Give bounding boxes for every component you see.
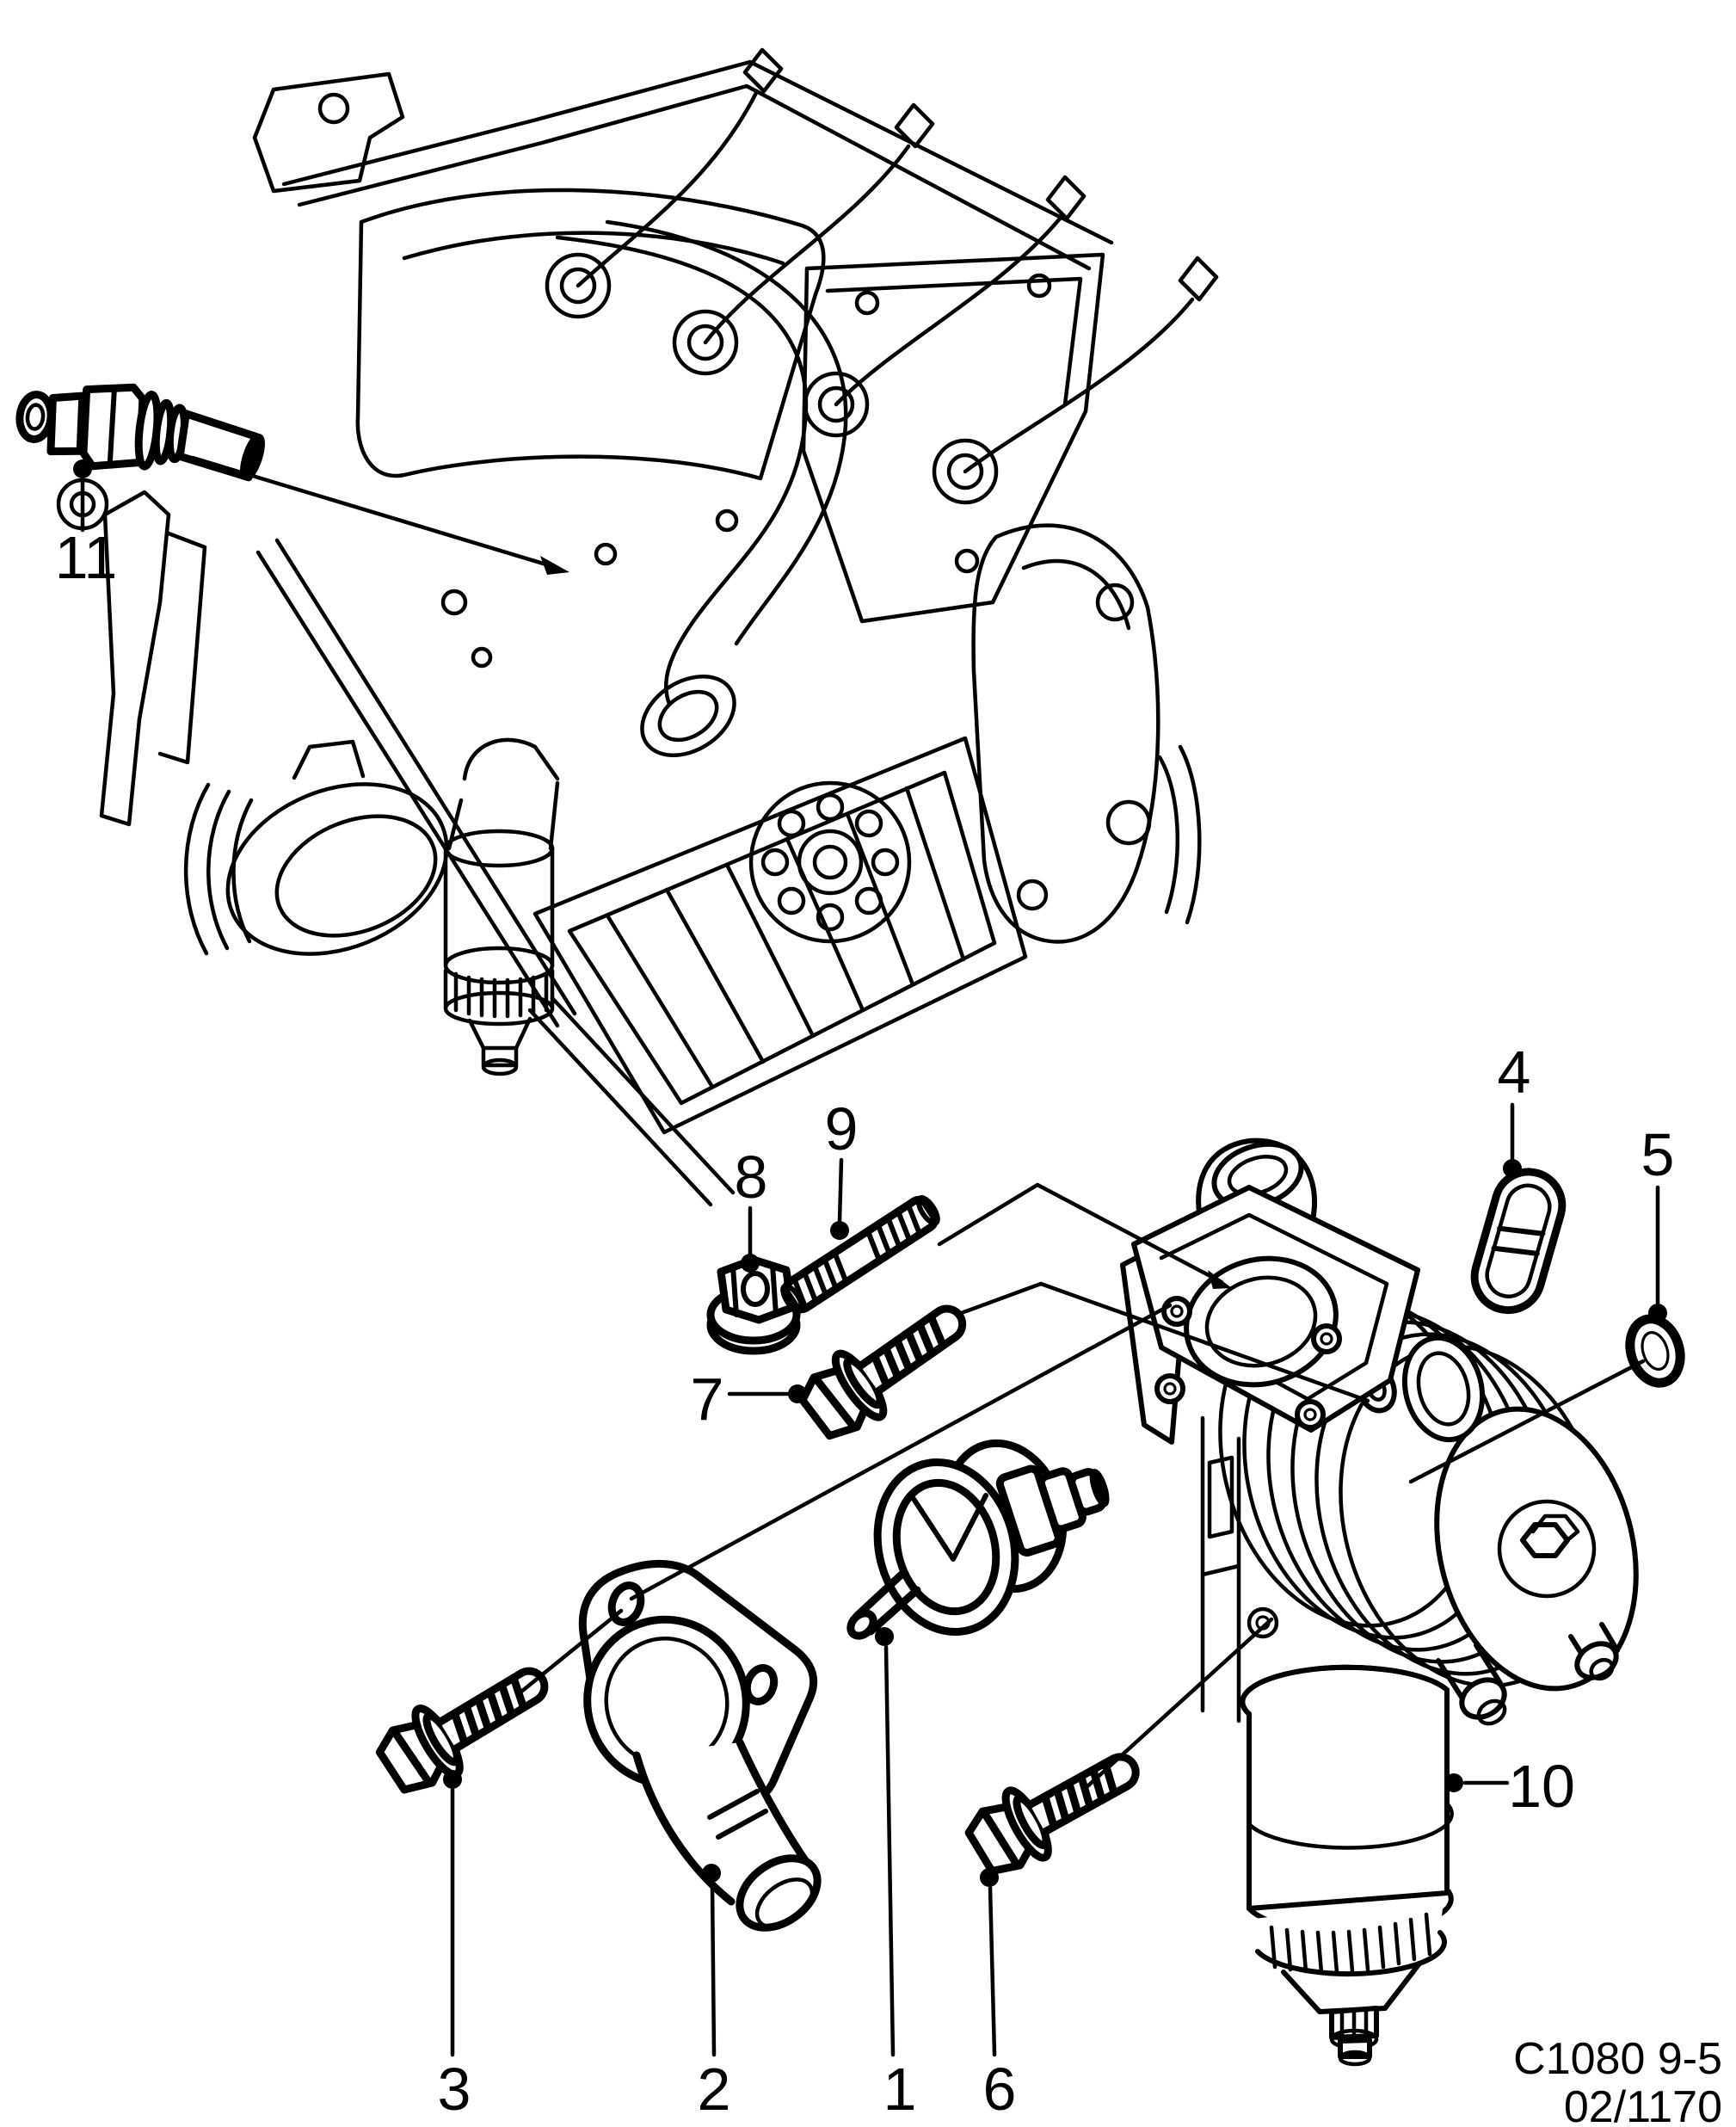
right-cover xyxy=(971,523,1202,944)
callout-4-label: 4 xyxy=(1498,1039,1531,1106)
part-oval-gasket xyxy=(1470,1168,1567,1315)
callout-3: 3 xyxy=(438,1770,471,2123)
harness-bracket xyxy=(56,478,577,1028)
part-flange-bolt-3 xyxy=(371,1646,562,1803)
leader-filter-to-detail-2 xyxy=(550,996,736,1195)
callout-11: 11 xyxy=(55,459,118,591)
callout-3-label: 3 xyxy=(438,2056,471,2123)
leader-stud-arrowhead xyxy=(1208,1270,1232,1289)
footer: C1080 9-5 02/1170 xyxy=(1513,2034,1722,2127)
callout-7: 7 xyxy=(691,1366,807,1433)
part-flange-nut xyxy=(706,1255,801,1355)
part-thermostat xyxy=(846,1439,1110,1640)
drawing-code: C1080 9-5 xyxy=(1513,2034,1722,2084)
callout-11-label: 11 xyxy=(55,524,118,591)
engine-lifting-bracket xyxy=(252,71,405,194)
leader-bolt3-to-outlet xyxy=(519,1608,624,1694)
callout-7-label: 7 xyxy=(691,1366,724,1433)
callout-9: 9 xyxy=(825,1095,859,1240)
leader-bolt6-to-bracket xyxy=(1083,1617,1274,1791)
leader-through-holes xyxy=(629,1303,1173,1601)
bellhousing-plate xyxy=(801,252,1105,624)
injector-wiring xyxy=(576,47,1219,474)
assembly-leader-lines xyxy=(190,455,1646,1791)
callout-6-label: 6 xyxy=(983,2056,1017,2123)
valve-cover xyxy=(355,188,999,505)
callout-10-label: 10 xyxy=(1508,1753,1575,1820)
callout-1-label: 1 xyxy=(883,2056,917,2123)
callout-10: 10 xyxy=(1444,1753,1575,1820)
leader-stud-to-flange xyxy=(937,1182,1224,1285)
filter-canister xyxy=(1240,1664,1454,2067)
thermostat-housing-flange xyxy=(1120,1137,1486,1445)
part-temperature-sensor xyxy=(15,383,265,482)
callout-5: 5 xyxy=(1641,1121,1675,1322)
leader-sensor-arrowhead xyxy=(540,556,569,575)
leader-bolt7-to-flange xyxy=(954,1281,1370,1403)
leader-sensor-to-engine xyxy=(190,455,560,570)
part-oil-cooler-assembly xyxy=(1120,1137,1639,2067)
leader-filter-to-detail-1 xyxy=(527,1008,713,1207)
ac-compressor xyxy=(183,739,449,956)
sheet-number: 02/1170 xyxy=(1564,2082,1722,2127)
part-water-outlet xyxy=(578,1559,822,1934)
callout-8-label: 8 xyxy=(735,1144,768,1211)
engine-illustration xyxy=(56,47,1219,1135)
oil-pan-girder xyxy=(532,736,1028,1135)
callouts: 11 9 8 7 4 5 3 xyxy=(55,459,1675,2123)
callout-9-label: 9 xyxy=(825,1095,859,1162)
callout-6: 6 xyxy=(980,1868,1016,2123)
part-o-ring xyxy=(1625,1314,1685,1388)
flywheel-flange xyxy=(748,780,912,944)
callout-5-label: 5 xyxy=(1641,1121,1675,1188)
callout-1: 1 xyxy=(875,1627,916,2123)
part-stud xyxy=(780,1195,940,1314)
callout-4: 4 xyxy=(1498,1039,1531,1178)
leader-oring-to-cooler xyxy=(1408,1359,1646,1484)
callout-2-label: 2 xyxy=(698,2056,731,2123)
callout-8: 8 xyxy=(735,1144,768,1273)
callout-2: 2 xyxy=(698,1864,731,2123)
intake-hose xyxy=(555,219,848,758)
